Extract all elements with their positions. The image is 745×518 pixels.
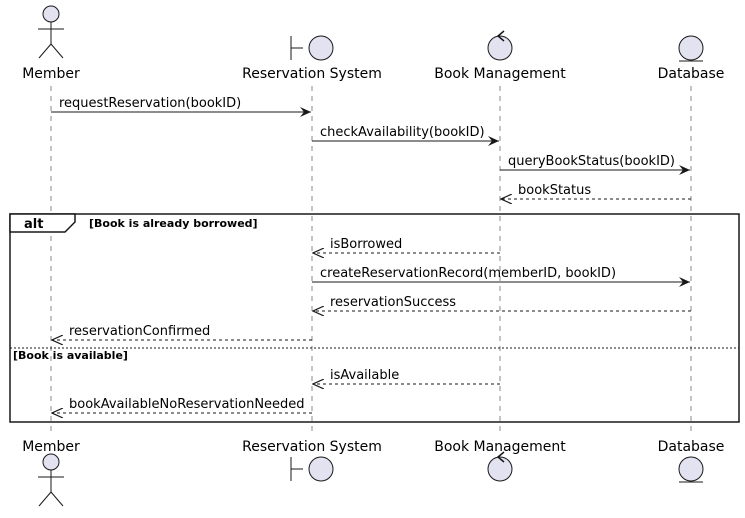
- message-label: reservationConfirmed: [69, 324, 210, 339]
- message-label: bookStatus: [518, 183, 591, 198]
- fragment-tab: [9, 213, 76, 233]
- participant-database-bottom: Database: [658, 439, 725, 483]
- message-label: checkAvailability(bookID): [320, 125, 485, 140]
- lifelines: [50, 86, 692, 432]
- control-icon: [487, 30, 513, 61]
- message-5: isBorrowed: [313, 237, 500, 253]
- message-2: checkAvailability(bookID): [312, 125, 499, 146]
- participant-book-bottom: Book Management: [434, 439, 566, 482]
- fragment-operator: alt: [24, 217, 43, 232]
- participant-book-top: Book Management: [434, 30, 566, 82]
- messages: requestReservation(bookID) checkAvailabil…: [51, 96, 691, 413]
- participant-heads-bottom: Member Reservation System Book Management D…: [22, 439, 725, 507]
- participant-reservation-bottom: Reservation System: [242, 439, 382, 482]
- boundary-icon: [290, 35, 334, 61]
- message-label: requestReservation(bookID): [59, 96, 241, 111]
- message-label: isBorrowed: [330, 237, 402, 252]
- entity-icon: [678, 35, 704, 62]
- boundary-icon: [290, 456, 334, 482]
- actor-icon: [38, 5, 64, 59]
- participant-reservation-top: Reservation System: [242, 35, 382, 82]
- message-label: bookAvailableNoReservationNeeded: [69, 397, 305, 412]
- message-label: isAvailable: [330, 368, 399, 383]
- alt-fragment: alt [Book is already borrowed] [Book is av…: [9, 213, 740, 423]
- participant-heads-top: Member Reservation System Book Management D…: [22, 5, 725, 82]
- message-8: reservationConfirmed: [52, 324, 312, 340]
- participant-label-book: Book Management: [434, 66, 566, 82]
- message-7: reservationSuccess: [313, 295, 691, 311]
- message-6: createReservationRecord(memberID, bookID…: [312, 266, 690, 287]
- participant-label-reservation: Reservation System: [242, 66, 382, 82]
- entity-icon: [678, 456, 704, 483]
- message-1: requestReservation(bookID): [51, 96, 311, 117]
- message-3: queryBookStatus(bookID): [500, 154, 690, 175]
- participant-label-database: Database: [658, 439, 725, 455]
- participant-label-member: Member: [22, 439, 80, 455]
- participant-label-book: Book Management: [434, 439, 566, 455]
- message-label: queryBookStatus(bookID): [508, 154, 675, 169]
- fragment-guard-2: [Book is available]: [13, 349, 128, 362]
- actor-icon: [38, 453, 64, 507]
- message-4: bookStatus: [501, 183, 691, 199]
- message-10: bookAvailableNoReservationNeeded: [52, 397, 312, 413]
- participant-member-top: Member: [22, 5, 80, 82]
- message-9: isAvailable: [313, 368, 500, 384]
- message-label: createReservationRecord(memberID, bookID…: [320, 266, 616, 281]
- participant-label-member: Member: [22, 66, 80, 82]
- participant-member-bottom: Member: [22, 439, 80, 507]
- participant-label-reservation: Reservation System: [242, 439, 382, 455]
- participant-database-top: Database: [658, 35, 725, 82]
- fragment-frame: [9, 213, 740, 423]
- message-label: reservationSuccess: [330, 295, 456, 310]
- control-icon: [487, 451, 513, 482]
- fragment-guard-1: [Book is already borrowed]: [89, 217, 258, 230]
- participant-label-database: Database: [658, 66, 725, 82]
